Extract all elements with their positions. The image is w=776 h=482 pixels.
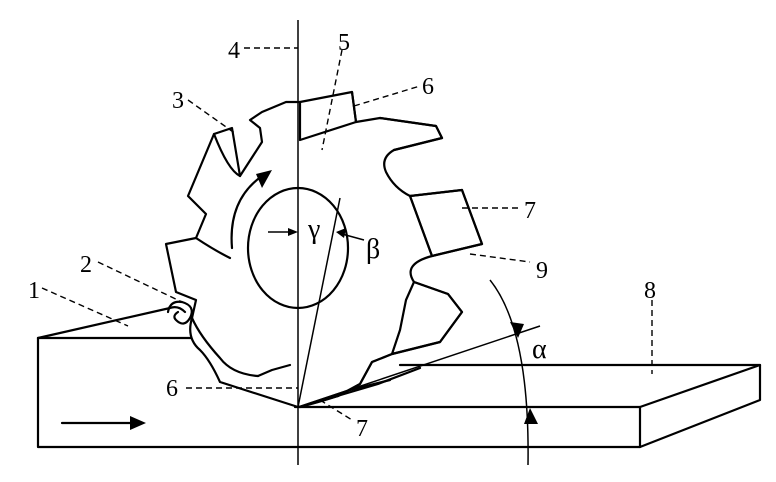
alpha-arrowhead-top	[510, 322, 524, 338]
label-7-bottom: 7	[356, 416, 368, 442]
label-3: 3	[172, 88, 184, 114]
inclined-line	[297, 197, 341, 408]
clearance-reference-line	[297, 325, 541, 408]
label-8: 8	[644, 278, 656, 304]
label-2: 2	[80, 252, 92, 278]
rotation-arrow	[230, 174, 264, 250]
label-6-top: 6	[422, 74, 434, 100]
symbol-gamma: γ	[307, 214, 320, 245]
feed-arrowhead	[130, 416, 146, 430]
beta-arrow	[341, 233, 365, 241]
leader-6a	[353, 85, 421, 107]
alpha-arrowhead-bottom	[524, 408, 538, 424]
label-7-right: 7	[524, 198, 536, 224]
alpha-arc	[489, 279, 529, 466]
leader-2	[97, 261, 183, 303]
rotation-arrowhead	[256, 170, 272, 188]
leader-5	[321, 49, 343, 151]
symbol-alpha: α	[532, 334, 547, 365]
label-6-bottom: 6	[166, 376, 178, 402]
leader-7b	[319, 399, 353, 421]
chip	[166, 300, 193, 325]
beta-arrowhead	[336, 228, 346, 238]
gamma-arrowhead	[288, 228, 298, 236]
label-5: 5	[338, 30, 350, 56]
label-4: 4	[228, 38, 240, 64]
symbol-beta: β	[366, 234, 380, 265]
leader-9	[469, 253, 531, 263]
label-9: 9	[536, 258, 548, 284]
leader-1	[41, 287, 129, 327]
label-1: 1	[28, 278, 40, 304]
